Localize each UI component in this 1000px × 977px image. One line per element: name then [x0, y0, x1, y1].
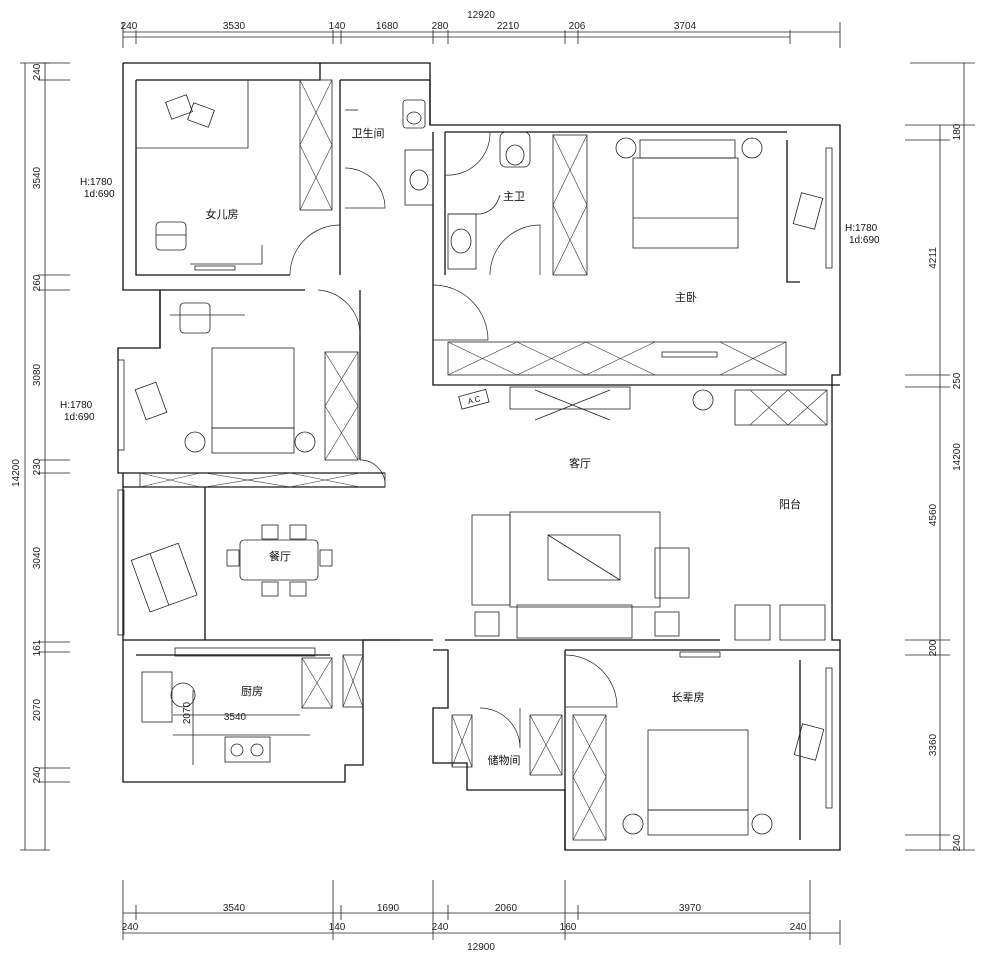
top-dim-1: 240 — [121, 21, 138, 32]
nightstand-lamp-icon — [622, 813, 644, 835]
left-dimension-line: 14200 240 3540 260 3080 230 3040 161 207… — [11, 62, 70, 851]
left-dim-8: 2070 — [32, 698, 43, 721]
room-label-daughter: 女儿房 — [206, 207, 239, 221]
dining-table-icon — [239, 539, 319, 581]
tv-cabinet-icon — [509, 386, 631, 410]
window-note-left-mid-d: 1d:690 — [64, 412, 95, 423]
bottom-lower-3: 240 — [432, 922, 449, 933]
window-note-left-mid-h: H:1780 — [60, 400, 93, 411]
sofa-icon — [471, 514, 511, 606]
top-dim-8: 3704 — [674, 21, 697, 32]
cook-icon — [170, 682, 196, 708]
top-dim-6: 2210 — [497, 21, 520, 32]
armchair-icon — [793, 723, 825, 761]
bottom-lower-2: 140 — [329, 922, 346, 933]
right-dim-1: 4211 — [928, 247, 939, 269]
bottom-dim-1: 3540 — [223, 903, 246, 914]
left-total-dim: 14200 — [11, 459, 22, 487]
toilet-icon — [402, 99, 426, 129]
top-dimension-line: 12920 240 3530 140 1680 280 2210 206 370… — [121, 10, 841, 48]
desk-chair-icon — [155, 221, 187, 251]
sofa-icon — [516, 604, 633, 639]
right-inner-dim-3: 200 — [928, 639, 939, 656]
rug-icon — [509, 511, 661, 608]
side-table-icon — [474, 611, 500, 637]
sink-icon — [404, 149, 434, 206]
right-inner-dim-4: 240 — [952, 834, 963, 851]
window-note-left-top-h: H:1780 — [80, 177, 113, 188]
plant-icon — [692, 389, 714, 411]
room-label-balcony: 阳台 — [779, 497, 801, 511]
doors — [289, 131, 618, 749]
left-dim-4: 3080 — [32, 363, 43, 386]
bottom-total-dim: 12900 — [467, 942, 495, 953]
side-table-icon — [654, 611, 680, 637]
windows — [117, 147, 833, 809]
right-dimension-line: 14200 180 4211 250 4560 200 3360 240 — [905, 62, 975, 851]
left-dim-9: 240 — [32, 766, 43, 783]
left-dim-1: 240 — [32, 63, 43, 80]
bed-icon — [632, 157, 739, 249]
room-label-elder: 长辈房 — [672, 690, 705, 704]
toilet-icon — [499, 131, 531, 168]
laundry-sink-icon — [779, 604, 826, 641]
right-inner-dim-2: 250 — [952, 372, 963, 389]
bottom-dim-4: 3970 — [679, 903, 702, 914]
washer-icon — [734, 604, 771, 641]
right-dim-3: 3360 — [928, 733, 939, 756]
walls — [117, 62, 841, 851]
nightstand-lamp-icon — [751, 813, 773, 835]
left-dim-7: 161 — [32, 639, 43, 656]
room-label-living: 客厅 — [569, 456, 591, 470]
armchair-icon — [134, 381, 168, 421]
top-dim-5: 280 — [432, 21, 449, 32]
room-label-guest-bath: 卫生间 — [352, 126, 385, 140]
right-dim-2: 4560 — [928, 503, 939, 526]
window-note-right-top-h: H:1780 — [845, 223, 878, 234]
armchair-icon — [792, 192, 824, 230]
bottom-dim-2: 1690 — [377, 903, 400, 914]
armchair-icon — [654, 547, 690, 599]
piano-icon — [130, 542, 198, 613]
window-note-right-top-d: 1d:690 — [849, 235, 880, 246]
nightstand-lamp-icon — [615, 137, 637, 159]
bottom-lower-1: 240 — [122, 922, 139, 933]
sink-icon — [447, 213, 477, 270]
room-label-storage: 储物间 — [488, 753, 521, 767]
room-label-kitchen: 厨房 — [241, 685, 263, 698]
ac-label: A C — [467, 394, 482, 406]
left-dim-3: 260 — [32, 274, 43, 291]
left-dim-5: 230 — [32, 458, 43, 475]
bottom-lower-5: 240 — [790, 922, 807, 933]
nightstand-lamp-icon — [741, 137, 763, 159]
bottom-dimension-line: 3540 1690 2060 3970 240 140 240 160 240 … — [122, 880, 841, 953]
window-note-left-top-d: 1d:690 — [84, 189, 115, 200]
kitchen-depth-dim: 2070 — [182, 701, 193, 724]
room-label-master-bath: 主卫 — [503, 190, 525, 203]
left-dim-2: 3540 — [32, 166, 43, 189]
left-dim-6: 3040 — [32, 546, 43, 569]
bottom-dim-3: 2060 — [495, 903, 518, 914]
bed-icon — [211, 347, 295, 429]
wardrobes — [139, 79, 828, 841]
bed-icon — [647, 729, 749, 811]
desk-chair-icon — [179, 302, 211, 334]
furniture — [130, 80, 826, 836]
kitchen-width-dim: 3540 — [224, 712, 247, 723]
room-label-dining: 餐厅 — [269, 549, 291, 563]
top-dim-3: 140 — [329, 21, 346, 32]
bottom-lower-4: 160 — [560, 922, 577, 933]
kitchen-sink-icon — [141, 671, 173, 723]
top-dim-4: 1680 — [376, 21, 399, 32]
top-dim-2: 3530 — [223, 21, 246, 32]
top-total-dim: 12920 — [467, 10, 495, 21]
right-inner-dim-1: 180 — [952, 123, 963, 140]
room-label-master-bed: 主卧 — [675, 291, 697, 304]
lounge-chair-icon — [165, 94, 215, 128]
stove-icon — [224, 736, 271, 763]
right-total-dim: 14200 — [952, 443, 963, 471]
top-dim-7: 206 — [569, 21, 586, 32]
